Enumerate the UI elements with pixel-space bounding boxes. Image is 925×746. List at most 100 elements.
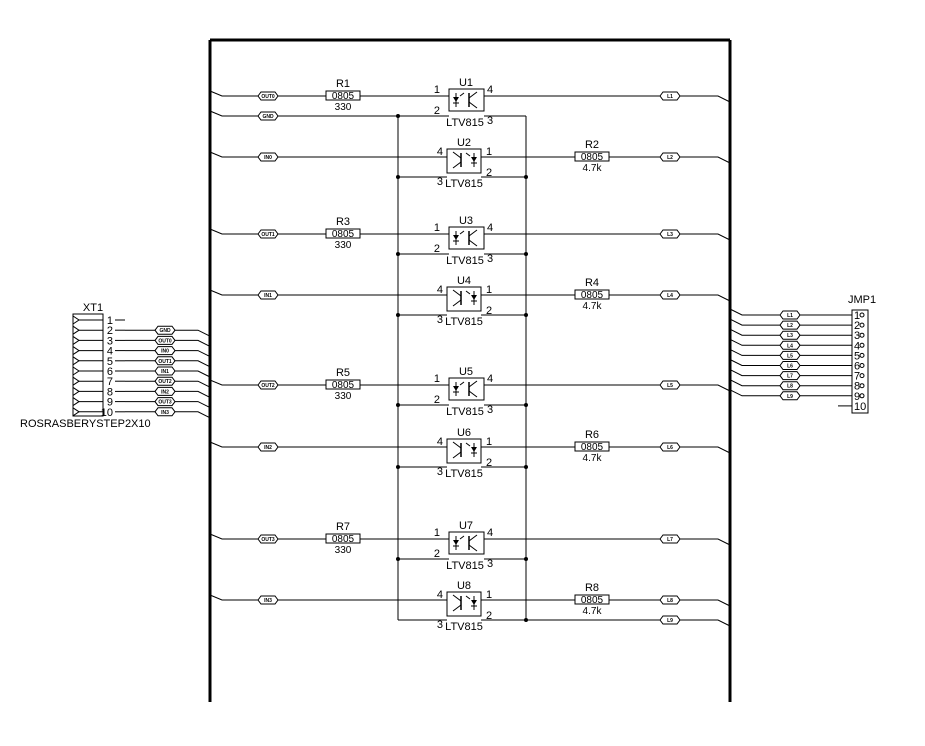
net-label-flag	[659, 442, 681, 452]
net-label-l5: L5	[779, 350, 801, 360]
bus-entry	[175, 390, 211, 398]
pin-number: 1	[434, 373, 440, 385]
pin-number: 6	[854, 361, 860, 373]
net-label-l5: L5	[659, 380, 681, 390]
net-label-gnd: GND	[154, 325, 176, 335]
pin-hole	[859, 322, 865, 328]
bus-entry	[175, 370, 211, 378]
net-label-text: OUT2	[158, 379, 172, 385]
net-label-l3: L3	[779, 330, 801, 340]
net-label-l9: L9	[659, 615, 681, 625]
pin-number: 1	[434, 222, 440, 234]
pin-number: 1	[486, 589, 492, 601]
input-wire	[209, 533, 258, 540]
net-label-in1: IN1	[154, 366, 176, 376]
pin-number: 5	[107, 356, 113, 368]
net-label-out0: OUT0	[257, 91, 279, 101]
net-label-in2: IN2	[257, 442, 279, 452]
output-wire	[680, 446, 731, 454]
pin-hole	[859, 312, 865, 318]
net-label-text: L7	[787, 374, 793, 380]
pin-number: 1	[434, 527, 440, 539]
output-wire	[680, 294, 731, 302]
optocoupler-part: LTV815	[445, 621, 483, 633]
pin-hole	[859, 373, 865, 379]
net-label-text: L3	[787, 333, 793, 339]
pin-number: 9	[854, 391, 860, 403]
optocoupler-part: LTV815	[445, 178, 483, 190]
light-arrow	[465, 290, 471, 295]
optocoupler-body	[446, 148, 482, 174]
bus-entry	[729, 338, 780, 346]
resistor-package: 0805	[332, 534, 355, 545]
optocoupler-part: LTV815	[446, 560, 484, 572]
bus-entry	[729, 328, 780, 336]
net-label-text: OUT0	[261, 94, 275, 100]
optocoupler-ref: U7	[459, 520, 473, 532]
junction-dot	[396, 313, 400, 317]
junction-dot	[396, 465, 400, 469]
junction-dot	[524, 313, 528, 317]
pin-number: 2	[434, 243, 440, 255]
net-label-text: OUT3	[158, 400, 172, 406]
net-label-text: IN0	[264, 155, 272, 161]
pin-number: 3	[437, 619, 443, 631]
pin-number: 10	[101, 407, 113, 419]
optocoupler-ref: U2	[457, 137, 471, 149]
net-label-text: L6	[787, 364, 793, 370]
net-label-l7: L7	[659, 534, 681, 544]
transistor-collector	[452, 289, 462, 297]
net-label-flag	[659, 91, 681, 101]
net-label-l8: L8	[779, 381, 801, 391]
net-label-text: L4	[787, 343, 793, 349]
pin-number: 4	[437, 284, 443, 296]
bus-entry	[729, 389, 780, 397]
pin-number: 3	[487, 253, 493, 265]
net-label-out1: OUT1	[257, 229, 279, 239]
net-label-text: L8	[667, 598, 673, 604]
pin-number: 4	[437, 146, 443, 158]
bus-entry	[729, 318, 780, 326]
pin-number: 3	[437, 176, 443, 188]
pin-number: 1	[434, 84, 440, 96]
resistor-value: 4.7k	[583, 301, 603, 312]
output-wire	[680, 233, 731, 241]
net-label-text: L3	[667, 232, 673, 238]
resistor-value: 330	[335, 545, 352, 556]
resistor-ref: R4	[585, 277, 599, 289]
net-label-text: L2	[787, 323, 793, 329]
light-arrow	[465, 442, 471, 447]
net-label-l1: L1	[659, 91, 681, 101]
resistor-value: 330	[335, 240, 352, 251]
resistor-package: 0805	[581, 290, 604, 301]
resistor-package: 0805	[332, 91, 355, 102]
net-label-text: L9	[787, 394, 793, 400]
net-label-text: OUT0	[158, 338, 172, 344]
resistor-package: 0805	[332, 229, 355, 240]
resistor-package: 0805	[581, 595, 604, 606]
optocoupler-ref: U4	[457, 275, 471, 287]
resistor-ref: R1	[336, 78, 350, 90]
net-label-flag	[659, 229, 681, 239]
transistor-collector	[452, 151, 462, 159]
pin-hole	[859, 383, 865, 389]
net-label-text: L1	[667, 94, 673, 100]
light-arrow	[465, 595, 471, 600]
net-label-in1: IN1	[257, 290, 279, 300]
pin-number: 1	[486, 146, 492, 158]
net-label-in0: IN0	[257, 152, 279, 162]
transistor-emitter	[468, 390, 478, 398]
junction-dot	[524, 252, 528, 256]
input-wire	[209, 151, 258, 158]
optocoupler-part: LTV815	[446, 117, 484, 129]
pin-number: 2	[434, 105, 440, 117]
pin-number: 2	[434, 548, 440, 560]
optocoupler-ref: U6	[457, 427, 471, 439]
